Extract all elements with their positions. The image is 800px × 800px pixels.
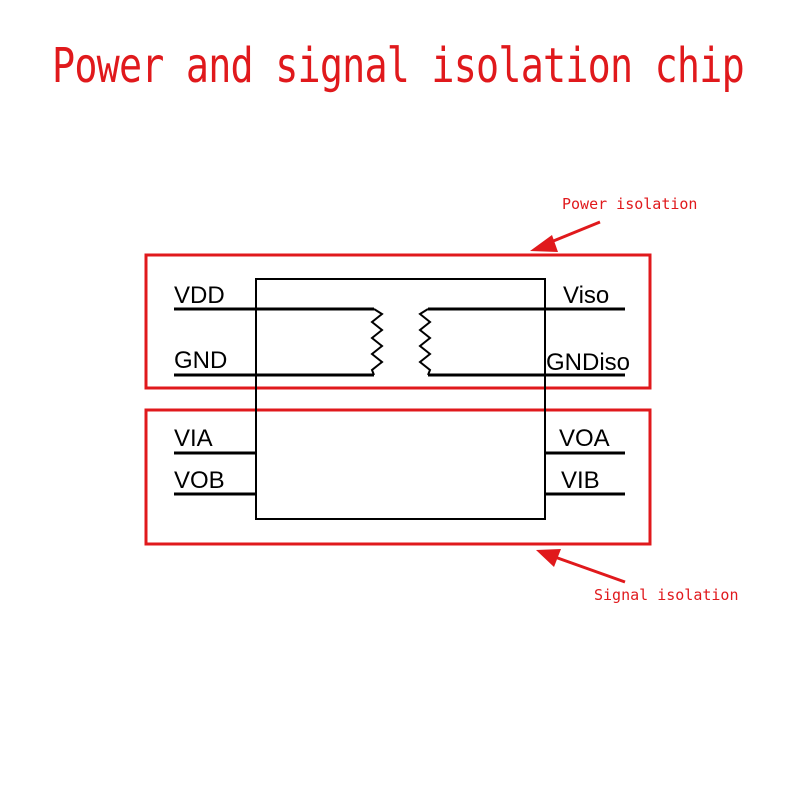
pin-label-vdd: VDD — [174, 282, 225, 309]
pin-label-vib: VIB — [561, 467, 600, 494]
signal-isolation-arrow-icon — [536, 549, 626, 584]
pin-label-gnd: GND — [174, 347, 227, 374]
power-isolation-label: Power isolation — [562, 195, 697, 213]
pin-label-vob: VOB — [174, 467, 225, 494]
signal-isolation-box — [144, 408, 652, 546]
diagram-title: Power and signal isolation chip — [52, 38, 745, 94]
pin-label-via: VIA — [174, 425, 213, 452]
primary-coil-icon — [370, 308, 384, 376]
pin-label-viso: Viso — [563, 282, 609, 309]
power-isolation-arrow-icon — [530, 220, 601, 252]
power-isolation-box — [144, 253, 652, 390]
pin-label-gndiso: GNDiso — [546, 349, 630, 376]
secondary-coil-icon — [418, 308, 432, 376]
signal-isolation-label: Signal isolation — [594, 586, 739, 604]
chip-body — [255, 278, 546, 520]
pin-label-voa: VOA — [559, 425, 610, 452]
